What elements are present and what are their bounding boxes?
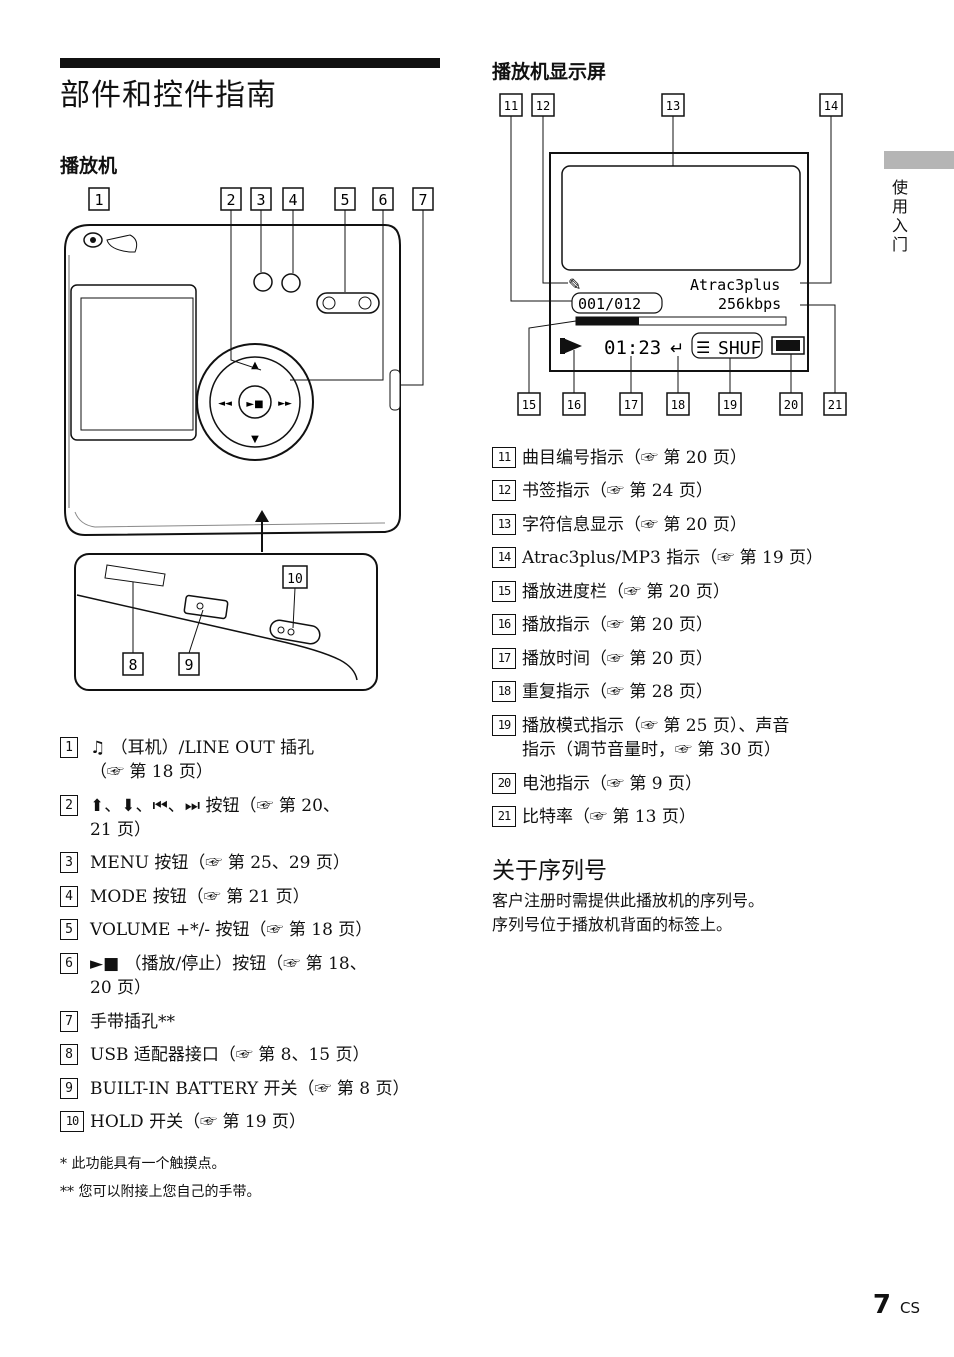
callout-12: 12 xyxy=(536,99,550,113)
track-label: 001/012 xyxy=(578,295,641,313)
callout-18: 18 xyxy=(671,398,685,412)
callout-1: 1 xyxy=(94,191,103,209)
player-diagram: 1 2 3 4 5 6 7 ►■ ▲ ▼ ◄◄ ►► 8 xyxy=(64,187,434,691)
title-rule xyxy=(60,58,440,68)
page-title: 部件和控件指南 xyxy=(60,78,277,113)
svg-text:✎: ✎ xyxy=(568,275,581,294)
callout-16: 16 xyxy=(567,398,581,412)
codec-label: Atrac3plus xyxy=(690,276,780,294)
svg-text:◄◄: ◄◄ xyxy=(218,399,232,409)
callout-15: 15 xyxy=(522,398,536,412)
svg-text:↵: ↵ xyxy=(670,339,684,359)
svg-text:☰: ☰ xyxy=(696,338,710,357)
callout-4: 4 xyxy=(288,191,297,209)
callout-20: 20 xyxy=(784,398,798,412)
callout-9: 9 xyxy=(184,656,193,674)
serial-heading: 关于序列号 xyxy=(492,858,607,884)
callout-5: 5 xyxy=(340,191,349,209)
svg-text:▼: ▼ xyxy=(251,434,259,445)
display-diagram: 11 12 13 14 ✎ Atrac3plus 001/012 256kbps… xyxy=(499,93,847,416)
callout-2: 2 xyxy=(226,191,235,209)
footnote-2: ** 您可以附接上您自己的手带。 xyxy=(60,1184,261,1200)
mode-label: SHUF xyxy=(718,338,761,359)
callout-19: 19 xyxy=(723,398,737,412)
callout-14: 14 xyxy=(824,99,838,113)
bitrate-label: 256kbps xyxy=(718,295,781,313)
time-label: 01:23 xyxy=(604,337,661,359)
callout-11: 11 xyxy=(504,99,518,113)
serial-line-1: 客户注册时需提供此播放机的序列号。 xyxy=(492,891,765,910)
callout-17: 17 xyxy=(624,398,638,412)
callout-3: 3 xyxy=(256,191,265,209)
callout-8: 8 xyxy=(128,656,137,674)
side-label: 使用入门 xyxy=(891,178,908,254)
callout-6: 6 xyxy=(378,191,387,209)
callout-21: 21 xyxy=(828,398,842,412)
footnote-1: * 此功能具有一个触摸点。 xyxy=(60,1156,226,1172)
svg-text:►■: ►■ xyxy=(246,399,263,410)
callout-10: 10 xyxy=(287,572,303,587)
player-heading: 播放机 xyxy=(60,155,118,177)
svg-text:►►: ►► xyxy=(278,399,292,409)
serial-line-2: 序列号位于播放机背面的标签上。 xyxy=(492,915,733,934)
callout-7: 7 xyxy=(418,191,427,209)
svg-text:▲: ▲ xyxy=(251,360,259,371)
display-heading: 播放机显示屏 xyxy=(492,61,607,83)
side-tab xyxy=(884,151,954,169)
callout-13: 13 xyxy=(666,99,680,113)
page-number: 7 CS xyxy=(872,1290,920,1320)
